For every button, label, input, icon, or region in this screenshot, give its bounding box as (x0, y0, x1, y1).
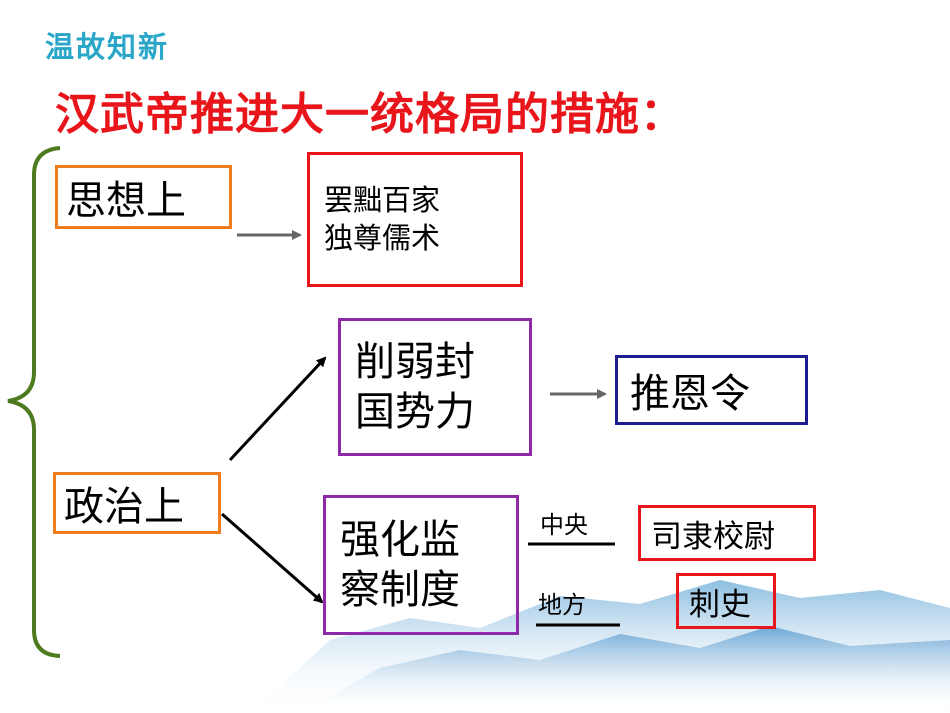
measure-supervision-line2: 察制度 (340, 567, 460, 613)
measure-thought-line2: 独尊儒术 (324, 220, 441, 255)
left-brace (7, 146, 61, 658)
measure-weaken-fiefs-line1: 削弱封 (355, 339, 475, 385)
label-local: 地方 (538, 591, 586, 619)
result-local-label: 刺史 (689, 586, 751, 623)
category-politics-label: 政治上 (64, 484, 184, 530)
measure-weaken-fiefs-line2: 国势力 (355, 389, 475, 435)
category-thought: 思想上 (55, 165, 232, 229)
measure-weaken-fiefs: 削弱封 国势力 (338, 318, 532, 456)
result-local: 刺史 (676, 573, 776, 629)
measure-supervision: 强化监 察制度 (323, 495, 519, 635)
decree-tui-en-ling-label: 推恩令 (630, 371, 750, 417)
review-kicker: 温故知新 (45, 30, 170, 64)
measure-thought: 罢黜百家 独尊儒术 (307, 152, 523, 287)
category-politics: 政治上 (53, 472, 221, 534)
slide-title: 汉武帝推进大一统格局的措施： (55, 89, 685, 140)
decree-tui-en-ling: 推恩令 (615, 355, 808, 425)
arrow-politics-down (221, 512, 324, 604)
measure-thought-line1: 罢黜百家 (324, 182, 441, 217)
result-central-label: 司隶校尉 (651, 518, 775, 555)
arrow-politics-up (228, 356, 327, 462)
category-thought-label: 思想上 (66, 178, 186, 224)
label-central: 中央 (540, 511, 588, 539)
measure-supervision-line1: 强化监 (340, 517, 460, 563)
result-central: 司隶校尉 (638, 505, 816, 561)
